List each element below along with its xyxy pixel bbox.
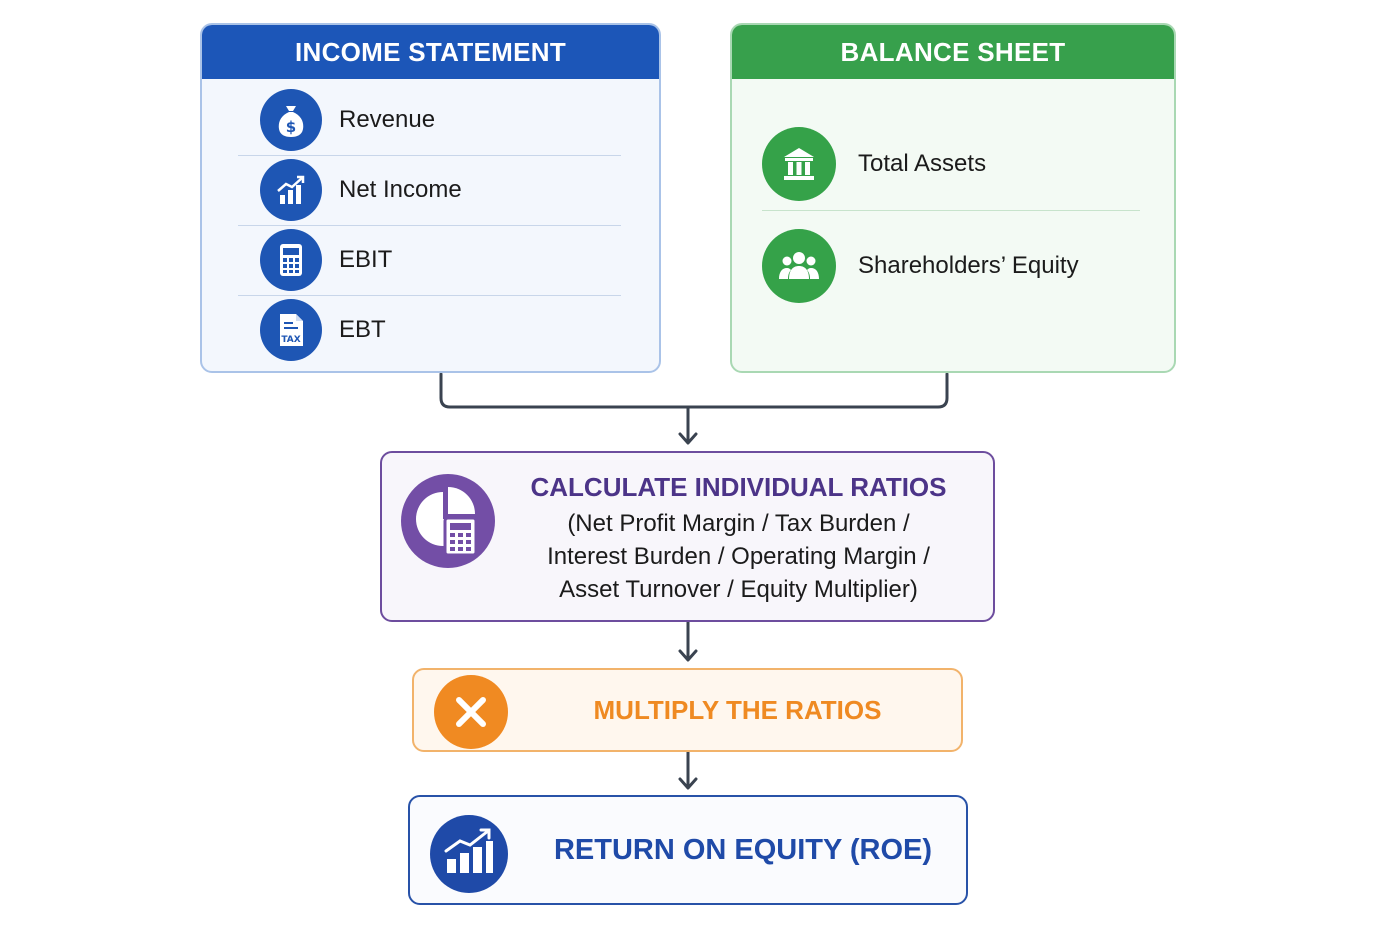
balance-item-total-assets: Total Assets xyxy=(732,125,1174,203)
bar-chart-growth-icon xyxy=(430,815,508,893)
pie-chart-calculator-icon xyxy=(401,474,495,568)
calculate-ratio-line: Interest Burden / Operating Margin / xyxy=(547,543,930,570)
merge-connector xyxy=(439,372,949,409)
income-item-ebit: EBIT xyxy=(202,225,659,295)
growth-chart-icon xyxy=(260,159,322,221)
roe-label: RETURN ON EQUITY (ROE) xyxy=(553,833,933,866)
balance-item-label: Shareholders’ Equity xyxy=(858,252,1079,279)
arrowhead-multiply xyxy=(678,649,698,662)
multiply-x-icon xyxy=(434,675,508,749)
income-statement-card: INCOME STATEMENT $ Revenue Net Income xyxy=(200,23,661,373)
income-item-label: Net Income xyxy=(339,176,462,203)
income-item-label: Revenue xyxy=(339,106,436,133)
calculator-icon xyxy=(260,229,322,291)
income-item-net-income: Net Income xyxy=(202,155,659,225)
income-item-label: EBIT xyxy=(339,246,393,273)
divider xyxy=(238,225,621,226)
svg-text:TAX: TAX xyxy=(281,335,300,345)
calculate-ratio-line: (Net Profit Margin / Tax Burden / xyxy=(567,510,910,537)
balance-sheet-card: BALANCE SHEET Total Assets xyxy=(730,23,1176,373)
arrowhead-roe xyxy=(678,777,698,790)
tax-document-icon: TAX xyxy=(260,299,322,361)
calculate-ratio-line: Asset Turnover / Equity Multiplier) xyxy=(559,576,918,603)
income-item-revenue: $ Revenue xyxy=(202,85,659,155)
balance-item-shareholders-equity: Shareholders’ Equity xyxy=(732,227,1174,305)
divider xyxy=(762,210,1140,211)
multiply-ratios-card: MULTIPLY THE RATIOS xyxy=(412,668,963,752)
calculate-title: CALCULATE INDIVIDUAL RATIOS xyxy=(530,472,947,502)
income-item-label: EBT xyxy=(339,316,386,343)
income-statement-title: INCOME STATEMENT xyxy=(202,25,659,79)
balance-sheet-title: BALANCE SHEET xyxy=(732,25,1174,79)
people-group-icon xyxy=(762,229,836,303)
divider xyxy=(238,295,621,296)
svg-text:$: $ xyxy=(286,118,296,136)
calculate-ratios-card: CALCULATE INDIVIDUAL RATIOS (Net Profit … xyxy=(380,451,995,622)
bank-building-icon xyxy=(762,127,836,201)
balance-item-label: Total Assets xyxy=(858,150,987,177)
money-bag-icon: $ xyxy=(260,89,322,151)
divider xyxy=(238,155,621,156)
income-item-ebt: TAX EBT xyxy=(202,295,659,365)
multiply-label: MULTIPLY THE RATIOS xyxy=(593,694,882,725)
return-on-equity-card: RETURN ON EQUITY (ROE) xyxy=(408,795,968,905)
arrowhead-calculate xyxy=(678,432,698,445)
